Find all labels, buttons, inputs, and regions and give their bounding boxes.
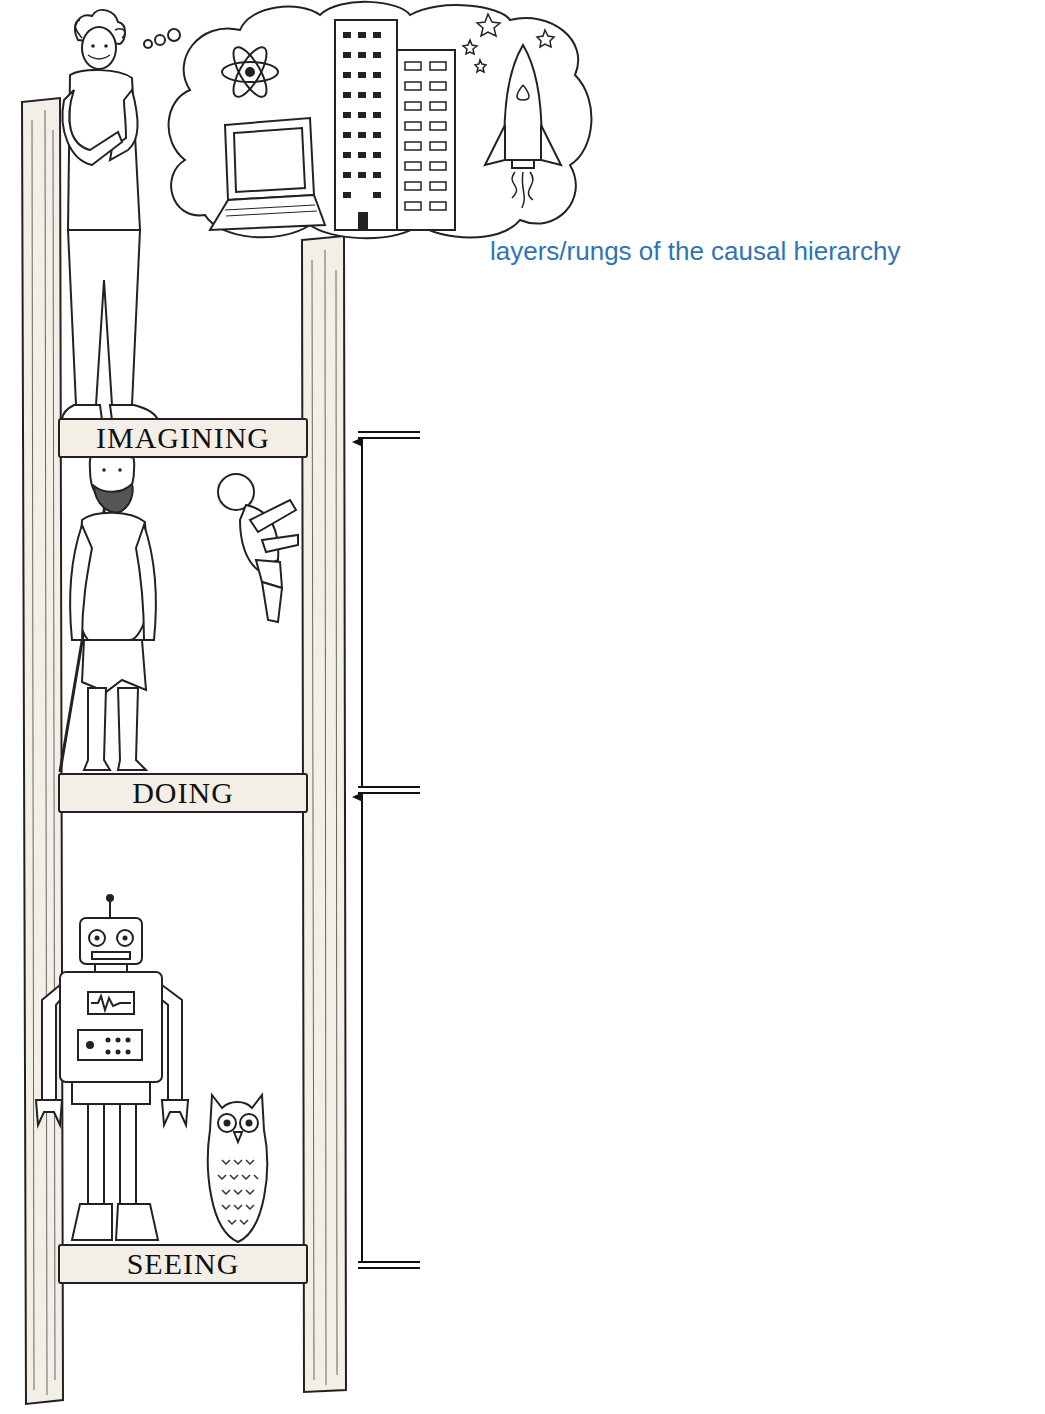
ladder-rung: IMAGINING [58, 418, 308, 458]
rung-label: IMAGINING [96, 423, 270, 453]
rung-label: SEEING [127, 1249, 240, 1279]
rung-label: DOING [132, 778, 234, 808]
ladder-rung: DOING [58, 773, 308, 813]
ladder-rung: SEEING [58, 1244, 308, 1284]
hierarchy-note: layers/rungs of the causal hierarchy [490, 236, 900, 267]
